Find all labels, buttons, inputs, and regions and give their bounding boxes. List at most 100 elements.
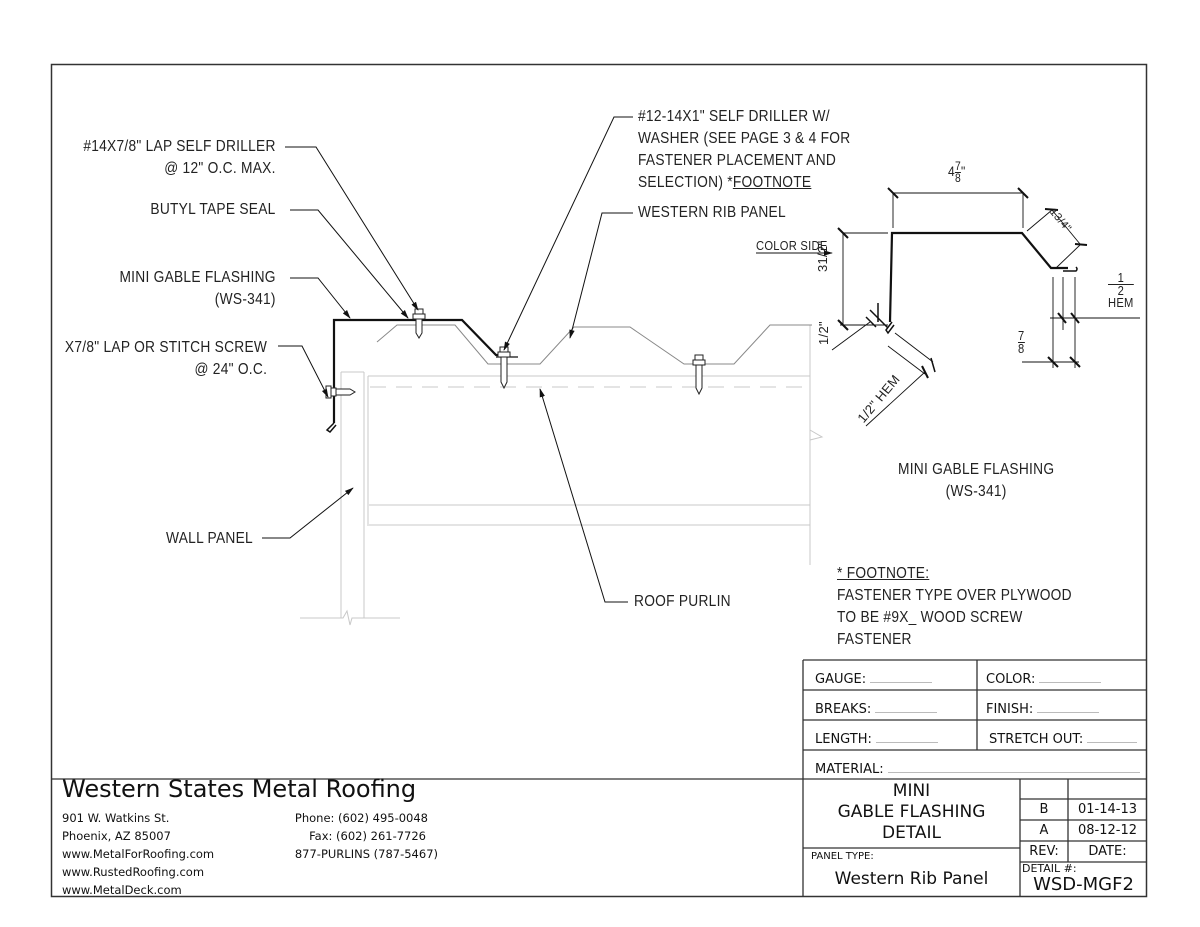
detail-title: MINI GABLE FLASHING DETAIL — [803, 781, 1020, 844]
color-label: COLOR: — [986, 672, 1036, 687]
rev-cell: B — [1039, 802, 1049, 817]
finish-label: FINISH: — [986, 702, 1034, 717]
length-label: LENGTH: — [815, 732, 872, 747]
callout-line: WASHER (SEE PAGE 3 & 4 FOR — [638, 130, 851, 147]
address-line: Phoenix, AZ 85007 — [62, 829, 171, 843]
material-field[interactable]: MATERIAL: — [815, 760, 1140, 777]
dim-whole: 3 — [815, 264, 830, 272]
detail-title-line: DETAIL — [881, 823, 941, 843]
dim-vertical: 31/2" — [815, 240, 830, 272]
callout-line: (WS-341) — [215, 291, 276, 308]
material-label: MATERIAL: — [815, 762, 884, 777]
company-name: Western States Metal Roofing — [62, 775, 417, 803]
footnote-block: * FOOTNOTE: FASTENER TYPE OVER PLYWOOD T… — [837, 563, 1072, 651]
dim-num: 7 — [1018, 328, 1025, 343]
website-link[interactable]: www.MetalForRoofing.com — [62, 847, 215, 861]
callout-line: X7/8" LAP OR STITCH SCREW — [64, 339, 267, 356]
website-link[interactable]: www.MetalDeck.com — [62, 883, 182, 897]
company-contact: Phone: (602) 495-0048 Fax: (602) 261-772… — [295, 809, 438, 863]
detail-no-value: WSD-MGF2 — [1033, 874, 1134, 895]
callout-line: #14X7/8" LAP SELF DRILLER — [83, 138, 276, 155]
dim-den: 2 — [815, 245, 830, 254]
callout-roof-purlin: ROOF PURLIN — [634, 593, 731, 610]
screw-icon — [497, 346, 511, 390]
callout-wall-panel: WALL PANEL — [166, 530, 253, 547]
breaks-label: BREAKS: — [815, 702, 872, 717]
callout-text: SELECTION) * — [638, 174, 733, 191]
callout-line: MINI GABLE FLASHING — [119, 269, 276, 286]
footnote-heading: * FOOTNOTE: — [837, 565, 930, 582]
stretch-out-label: STRETCH OUT: — [989, 732, 1084, 747]
screw-icon — [412, 308, 426, 339]
fax-number: Fax: (602) 261-7726 — [309, 829, 426, 843]
length-field[interactable]: LENGTH: — [815, 730, 938, 747]
length-blank[interactable] — [875, 730, 938, 743]
detail-title-line: MINI — [892, 781, 931, 801]
callout-western-rib: WESTERN RIB PANEL — [638, 204, 786, 221]
breaks-blank[interactable] — [875, 700, 938, 713]
dim-right-drop: 7 8 — [1018, 328, 1025, 356]
website-link[interactable]: www.RustedRoofing.com — [62, 865, 205, 879]
profile-title-line: MINI GABLE FLASHING — [898, 461, 1055, 478]
address-line: 901 W. Watkins St. — [62, 811, 170, 825]
gauge-label: GAUGE: — [815, 672, 867, 687]
dim-num: 1 — [1108, 271, 1134, 285]
callout-butyl-tape: BUTYL TAPE SEAL — [150, 201, 276, 218]
leader-lines — [262, 116, 633, 603]
date-header: DATE: — [1088, 844, 1127, 859]
rev-cell: A — [1039, 823, 1049, 838]
stretch-out-blank[interactable] — [1087, 730, 1138, 743]
screw-icon — [325, 385, 356, 399]
callout-lap-self-driller: #14X7/8" LAP SELF DRILLER @ 12" O.C. MAX… — [84, 136, 276, 180]
flashing-profile — [756, 187, 1140, 427]
finish-blank[interactable] — [1037, 700, 1100, 713]
profile-title: MINI GABLE FLASHING (WS-341) — [898, 459, 1054, 503]
color-blank[interactable] — [1039, 670, 1102, 683]
finish-field[interactable]: FINISH: — [986, 700, 1100, 717]
callout-mini-gable: MINI GABLE FLASHING (WS-341) — [120, 267, 276, 311]
footnote-ref-link: FOOTNOTE — [732, 174, 812, 191]
title-block-grid — [51, 659, 1147, 897]
sheet-border — [50, 63, 1148, 898]
dim-num: 1 — [816, 337, 831, 345]
dim-den: 8 — [1018, 341, 1025, 356]
material-blank[interactable] — [887, 760, 1140, 773]
color-side-label: COLOR SIDE — [756, 238, 828, 253]
roof-structure — [300, 324, 824, 626]
dim-den: 2 — [861, 401, 878, 417]
dim-den: 4 — [1057, 218, 1071, 232]
rev-header: REV: — [1029, 844, 1059, 859]
callout-stitch-screw: X7/8" LAP OR STITCH SCREW @ 24" O.C. — [65, 337, 267, 381]
footnote-line: FASTENER TYPE OVER PLYWOOD — [837, 587, 1072, 604]
detail-no-label: DETAIL #: — [1022, 862, 1077, 875]
tollfree-number: 877-PURLINS (787-5467) — [294, 847, 438, 861]
dim-num: 1 — [815, 256, 830, 265]
footnote-line: FASTENER — [837, 631, 912, 648]
panel-type-value: Western Rib Panel — [834, 869, 989, 889]
dim-whole: 4 — [948, 163, 955, 179]
footnote-line: TO BE #9X_ WOOD SCREW — [837, 609, 1023, 626]
color-field[interactable]: COLOR: — [986, 670, 1102, 687]
callout-line: FASTENER PLACEMENT AND — [638, 152, 837, 169]
dim-small-left: 1/2" — [816, 321, 831, 345]
company-address: 901 W. Watkins St. Phoenix, AZ 85007 www… — [62, 809, 214, 899]
callout-line: @ 24" O.C. — [194, 361, 267, 378]
date-cell: 08-12-12 — [1077, 823, 1137, 838]
screw-icon — [692, 354, 706, 396]
callout-line: SELECTION) *FOOTNOTE — [638, 172, 850, 194]
dim-hem-right: 1 2 HEM — [1108, 271, 1134, 309]
panel-type-label: PANEL TYPE: — [811, 851, 874, 862]
callout-self-driller-washer: #12-14X1" SELF DRILLER W/ WASHER (SEE PA… — [638, 106, 850, 194]
dim-den: 8 — [954, 170, 961, 185]
gauge-field[interactable]: GAUGE: — [815, 670, 933, 687]
dim-den: 2 — [1117, 283, 1125, 298]
stretch-out-field[interactable]: STRETCH OUT: — [989, 730, 1138, 747]
callout-line: @ 12" O.C. MAX. — [164, 160, 276, 177]
gauge-blank[interactable] — [870, 670, 933, 683]
breaks-field[interactable]: BREAKS: — [815, 700, 938, 717]
dim-den: 2 — [816, 326, 831, 334]
phone-number: Phone: (602) 495-0048 — [294, 811, 428, 825]
